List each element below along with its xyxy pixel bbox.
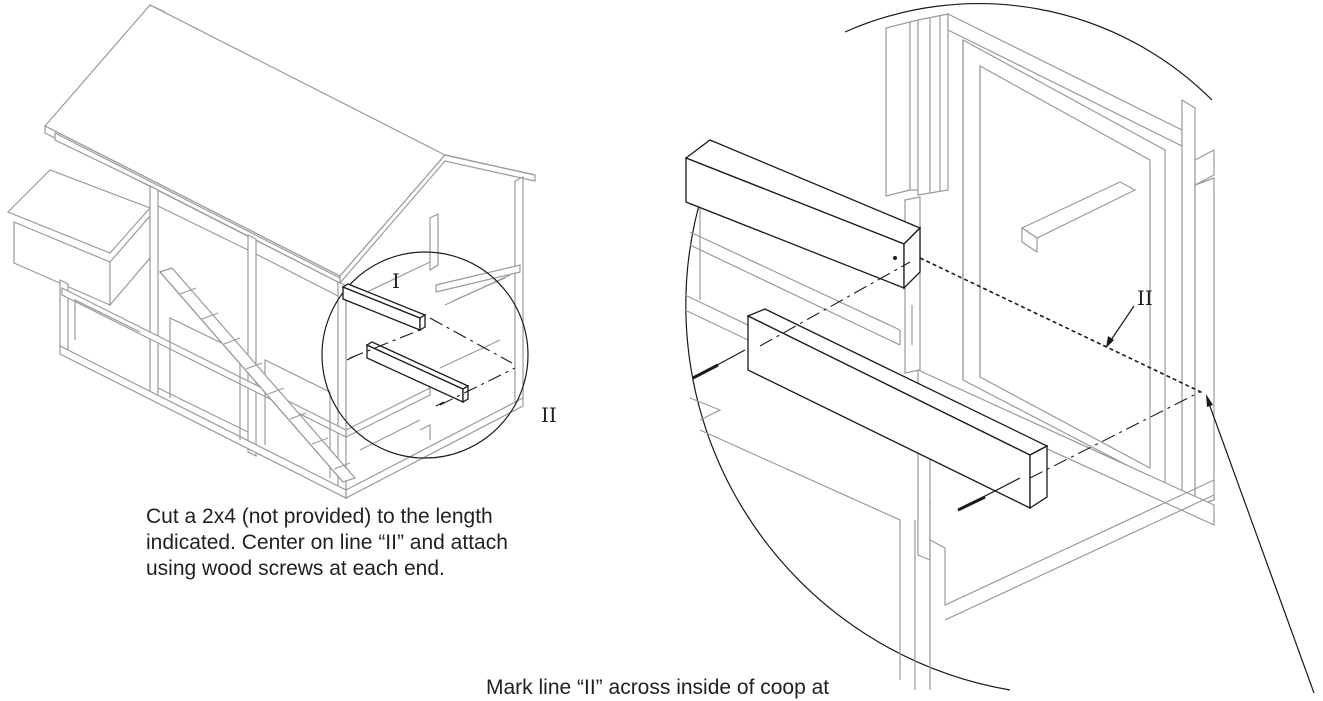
label-i: I: [392, 269, 400, 293]
cut-instruction-line-1: Cut a 2x4 (not provided) to the length: [146, 505, 493, 528]
leader-ii: [1108, 305, 1135, 344]
detail-circle: [321, 251, 529, 459]
nesting-box: [6, 169, 152, 307]
coop-ramp: [158, 267, 357, 483]
detail-view: II: [684, 3, 1315, 694]
mark-instruction: Mark line “II” across inside of coop at: [486, 676, 830, 699]
label-ii-overview: II: [541, 403, 557, 427]
cut-instructions: Cut a 2x4 (not provided) to the length i…: [146, 504, 508, 582]
board-i-small: [341, 283, 427, 332]
cut-instruction-line-3: using wood screws at each end.: [146, 557, 445, 580]
screw-small-2: [435, 401, 445, 407]
screw-large-2: [957, 477, 1021, 512]
board-ii-large: [746, 308, 1049, 510]
coop-upper-wall: [54, 132, 341, 284]
board-ii-small: [365, 341, 470, 404]
screw-small-1: [346, 355, 356, 361]
screw-large-1: [692, 349, 746, 380]
detail-door-post: [885, 13, 949, 374]
line-ii-overview: [429, 317, 513, 364]
label-ii-detail: II: [1137, 286, 1153, 310]
line-ii-detail: [919, 257, 1204, 394]
leader-mark: [1206, 397, 1315, 694]
cut-instruction-line-2: indicated. Center on line “II” and attac…: [146, 531, 508, 554]
coop-overview: I II: [6, 4, 557, 499]
board-i-large: [684, 139, 922, 290]
detail-back-frame: [947, 13, 1215, 507]
detail-boundary: [844, 3, 1213, 101]
